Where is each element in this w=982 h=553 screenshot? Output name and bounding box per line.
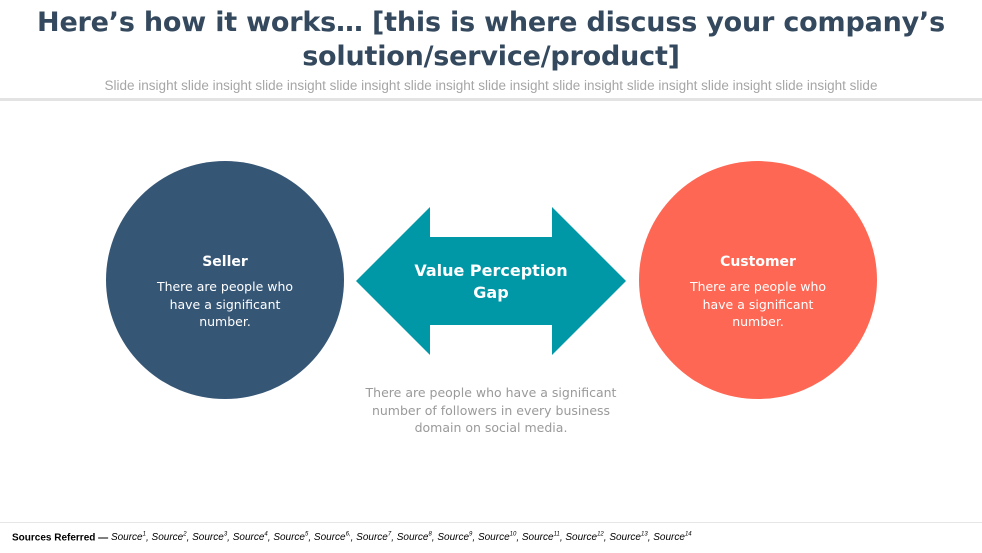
double-arrow-icon: [356, 207, 626, 355]
source-item: Source13: [609, 532, 647, 543]
source-name: Source: [313, 532, 346, 544]
source-item: Source5: [273, 532, 308, 543]
source-item: Source8: [397, 532, 432, 543]
source-name: Source: [609, 532, 641, 544]
sources-list: Source1, Source2, Source3, Source4, Sour…: [110, 532, 692, 544]
source-item: Source1: [111, 532, 146, 543]
customer-text: There are people who have a significant …: [689, 279, 827, 329]
source-number: 6,: [345, 532, 351, 538]
source-item: Source10: [478, 532, 516, 543]
source-number: 3: [223, 532, 228, 538]
source-name: Source: [232, 532, 265, 544]
source-number: 8: [428, 532, 432, 538]
gap-description: There are people who have a significant …: [365, 385, 617, 435]
source-item: Source11: [522, 532, 560, 543]
source-item: Source12: [565, 532, 603, 543]
source-name: Source: [477, 532, 510, 544]
source-name: Source: [396, 532, 429, 544]
source-name: Source: [437, 532, 470, 544]
seller-title: Seller: [202, 254, 248, 270]
source-number: 7: [387, 532, 392, 538]
source-item: Source3: [192, 532, 227, 543]
source-name: Source: [110, 532, 143, 544]
slide-insight: Slide insight slide insight slide insigh…: [104, 78, 878, 93]
source-name: Source: [151, 532, 184, 544]
seller-text: There are people who have a significant …: [156, 279, 294, 329]
source-item: Source4: [233, 532, 268, 543]
slide-title-line-1: Here’s how it works… [this is where disc…: [37, 7, 945, 38]
source-number: 4: [264, 532, 268, 538]
source-item: Source6,: [314, 532, 351, 543]
header-divider: [0, 98, 982, 101]
footer-divider: [0, 522, 982, 523]
source-item: Source2: [152, 532, 187, 543]
customer-circle: Customer There are people who have a sig…: [639, 161, 877, 399]
source-number: 5: [305, 532, 309, 538]
source-name: Source: [653, 532, 685, 544]
slide-title: Here’s how it works… [this is where disc…: [0, 6, 982, 74]
slide-title-line-2: solution/service/product]: [302, 41, 680, 72]
source-number: 10: [509, 532, 517, 538]
source-number: 2: [183, 532, 187, 538]
source-number: 11: [553, 532, 560, 538]
seller-circle: Seller There are people who have a signi…: [106, 161, 344, 399]
source-number: 14: [684, 532, 692, 538]
source-number: 12: [597, 532, 604, 538]
source-item: Source7: [356, 532, 391, 543]
customer-title: Customer: [720, 254, 796, 270]
source-item: Source14: [653, 532, 691, 543]
source-item: Source9: [437, 532, 472, 543]
sources-referred: Sources Referred — Source1, Source2, Sou…: [12, 532, 977, 543]
source-name: Source: [521, 532, 554, 544]
value-perception-gap-label: Value Perception Gap: [414, 261, 568, 302]
source-name: Source: [356, 532, 388, 544]
sources-label: Sources Referred —: [12, 532, 109, 544]
source-name: Source: [273, 532, 305, 544]
source-name: Source: [192, 532, 224, 544]
source-name: Source: [565, 532, 598, 544]
source-number: 9: [469, 532, 473, 538]
source-number: 13: [641, 532, 648, 538]
source-number: 1: [142, 532, 146, 538]
